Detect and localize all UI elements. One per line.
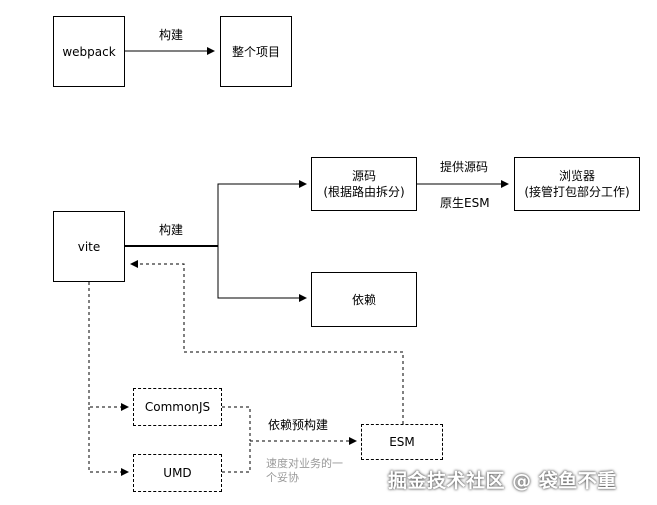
edge-umd-to-esm (222, 441, 251, 473)
node-deps: 依赖 (311, 272, 417, 327)
node-commonjs: CommonJS (133, 388, 222, 426)
node-source-label: 源码 (351, 169, 376, 183)
edge-label-prebundle: 依赖预构建 (268, 418, 329, 432)
edge-vite-to-commonjs (88, 282, 129, 411)
node-browser-sublabel: (接管打包部分工作) (524, 185, 630, 199)
node-esm-label: ESM (389, 435, 415, 449)
edge-esm-to-vite (130, 260, 404, 424)
node-commonjs-label: CommonJS (144, 400, 211, 414)
edge-label-native-esm: 原生ESM (440, 196, 490, 210)
node-whole-project-label: 整个项目 (231, 44, 280, 59)
node-whole-project: 整个项目 (220, 16, 292, 87)
edge-label-provide-source: 提供源码 (440, 160, 489, 174)
node-umd-label: UMD (163, 466, 192, 480)
node-browser-label: 浏览器 (558, 169, 595, 183)
watermark: 掘金技术社区 @ 袋鱼不重 (388, 470, 617, 492)
node-vite: vite (53, 211, 125, 282)
node-webpack-label: webpack (62, 44, 116, 59)
edge-label-build-vite: 构建 (159, 223, 184, 237)
edge-to-deps (217, 246, 307, 302)
node-esm: ESM (361, 424, 443, 460)
node-deps-label: 依赖 (351, 292, 376, 307)
node-webpack: webpack (53, 16, 125, 87)
node-umd: UMD (133, 454, 222, 492)
node-browser: 浏览器 (接管打包部分工作) (514, 157, 640, 211)
edge-vite-to-umd (88, 407, 129, 476)
edge-commonjs-to-esm (222, 406, 251, 441)
node-source: 源码 (根据路由拆分) (311, 157, 417, 211)
node-vite-label: vite (77, 239, 101, 254)
edge-label-build-top: 构建 (159, 28, 184, 42)
node-source-sublabel: (根据路由拆分) (323, 185, 405, 199)
edge-label-speed-tradeoff: 速度对业务的一个妥协 (266, 457, 343, 484)
edge-to-source (217, 180, 307, 246)
